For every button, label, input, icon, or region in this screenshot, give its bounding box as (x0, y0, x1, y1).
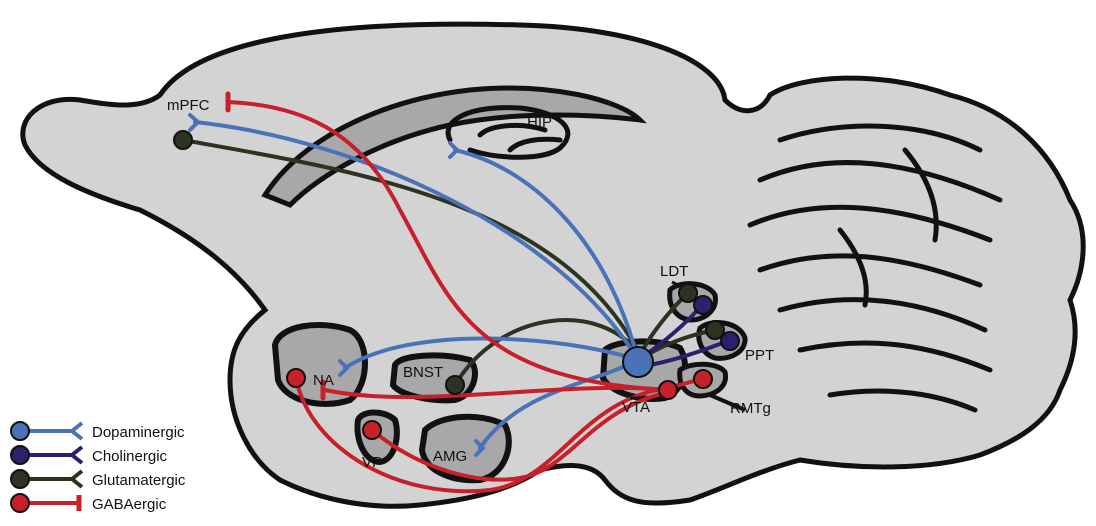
label-hip: HIP (527, 114, 552, 131)
legend-cholinergic-terminal-icon (72, 447, 82, 463)
legend-glutamatergic-label: Glutamatergic (92, 472, 186, 489)
cell-vta-gaba (659, 381, 677, 399)
legend-item-dopaminergic: Dopaminergic (11, 422, 185, 441)
label-amg: AMG (433, 448, 467, 465)
cell-ldt-chol (694, 296, 712, 314)
label-mpfc: mPFC (167, 97, 210, 114)
cell-mpfc-glut (174, 131, 192, 149)
legend-glutamatergic-terminal-icon (72, 471, 82, 487)
legend-item-cholinergic: Cholinergic (11, 446, 168, 465)
cell-ppt-chol (721, 332, 739, 350)
cell-vta-da (623, 347, 653, 377)
cell-vp-gaba (363, 421, 381, 439)
cell-rmtg-gaba (694, 370, 712, 388)
label-rmtg: RMTg (730, 400, 771, 417)
cell-ldt-glut (679, 284, 697, 302)
legend-dopaminergic-cell-icon (11, 422, 29, 440)
legend-gabaergic-label: GABAergic (92, 496, 167, 513)
legend-item-glutamatergic: Glutamatergic (11, 470, 186, 489)
cell-bnst-glut (446, 376, 464, 394)
label-ppt: PPT (745, 347, 774, 364)
label-vp: VP (362, 454, 382, 471)
legend-gabaergic-cell-icon (11, 494, 29, 512)
label-na: NA (313, 372, 334, 389)
legend-cholinergic-cell-icon (11, 446, 29, 464)
legend-dopaminergic-label: Dopaminergic (92, 424, 185, 441)
legend-dopaminergic-terminal-icon (72, 423, 82, 439)
label-bnst: BNST (403, 364, 443, 381)
legend-item-gabaergic: GABAergic (11, 494, 167, 513)
legend-glutamatergic-cell-icon (11, 470, 29, 488)
legend: Dopaminergic Cholinergic Glutamatergic G… (11, 422, 186, 513)
legend-cholinergic-label: Cholinergic (92, 448, 168, 465)
label-vta: VTA (622, 399, 650, 416)
cell-na-gaba (287, 369, 305, 387)
label-ldt: LDT (660, 263, 688, 280)
